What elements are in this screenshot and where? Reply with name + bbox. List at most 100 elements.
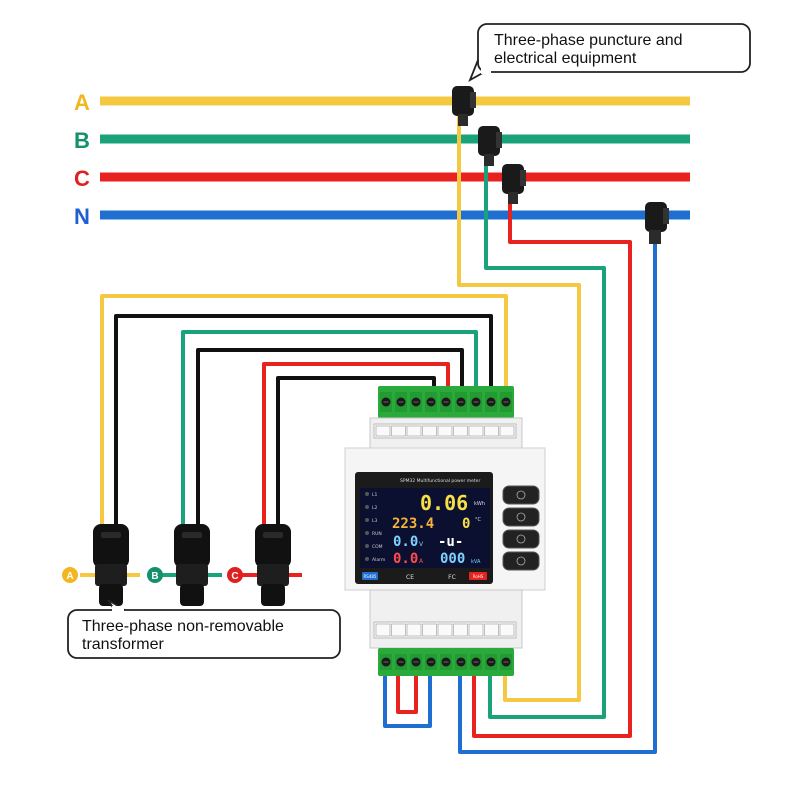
terminal-label-cell [484,425,499,437]
top-terminal-block [378,386,514,418]
readout-row3-left-unit: V [419,541,424,548]
readout-power-unit: kVA [471,559,481,565]
bus-label-n: N [74,204,90,229]
led-l2 [365,505,369,509]
transformer-phase-badges: A B C [62,567,243,583]
terminal-label-cell [499,623,515,637]
callout-top-line1: Three-phase puncture and [494,32,683,49]
terminal-label-cell [453,623,468,637]
bus-labels: A B C N [74,90,90,229]
bottom-terminal-block [378,648,514,676]
clamp-c [502,164,526,204]
ct-wire-a-ret [114,314,493,540]
aux-wires [383,672,432,728]
transformer-badge-b [147,567,163,583]
callout-bottom-line1: Three-phase non-removable [82,618,284,635]
transformer-c [255,524,291,606]
badge-rohs-bg [469,572,487,580]
transformer-badge-c-label: C [231,571,238,582]
power-meter: SPM32 Multifunctional power meter L1L2L3… [344,386,546,676]
meter-buttons [502,485,540,571]
transformer-badge-a-label: A [66,571,73,582]
readout-current-unit: A [419,558,424,565]
ct-wires [100,294,508,540]
terminal-label-cell [391,425,406,437]
led-l1 [365,492,369,496]
terminal-label-cell [437,623,453,637]
led-label: COM [372,544,383,550]
badge-rohs: RoHS [473,574,484,579]
aux-wire-red [396,672,418,714]
current-transformers [93,524,291,606]
terminal-label-cell [468,425,484,437]
led-l3 [365,518,369,522]
led-label: L1 [372,492,378,498]
readout-row3-right: -u- [438,534,463,550]
meter-terminal-labels-top [373,423,517,439]
readout-voltage: 223.4 [392,516,434,532]
readout-temperature-unit: °C [475,517,482,523]
transformer-b [174,524,210,606]
aux-wire-blue [383,672,432,728]
voltage-wires [457,110,657,754]
voltage-wire-a [457,110,581,702]
terminal-label-cell [484,623,499,637]
menu-button[interactable] [502,485,540,505]
terminal-label-cell [406,425,422,437]
terminal-label-cell [453,425,468,437]
terminal-label-cell [437,425,453,437]
bus-clamps [452,86,669,244]
terminal-label-cell [375,623,391,637]
down-button-icon [516,534,526,544]
led-com [365,544,369,548]
badge-fc: FC [448,574,456,581]
clamp-n [645,202,669,244]
led-alarm [365,557,369,561]
ct-wire-c-ret [276,376,436,540]
readout-temperature: 0 [462,516,470,532]
transformer-a [93,524,129,606]
ct-wire-b-ret [196,348,464,540]
led-label: L3 [372,518,378,524]
callout-top-line2: electrical equipment [494,50,637,67]
voltage-wire-c [472,190,632,738]
ct-wire-a-out [100,294,508,540]
readout-current: 0.0 [393,551,418,567]
enter-button-icon [516,556,526,566]
ct-wire-b-out [181,330,478,540]
terminal-label-cell [406,623,422,637]
terminal-label-cell [375,425,391,437]
bus-label-a: A [74,90,90,115]
meter-bottom-cover [369,589,523,649]
enter-button[interactable] [502,551,540,571]
badge-rs485: RS485 [364,574,377,579]
transformer-badge-c [227,567,243,583]
terminal-label-cell [391,623,406,637]
ct-wire-c-out [262,362,450,540]
meter-header-text: SPM32 Multifunctional power meter [400,478,480,484]
transformer-badge-b-label: B [151,571,158,582]
callout-bottom-line2: transformer [82,636,164,653]
up-button-icon [516,512,526,522]
bus-label-c: C [74,166,90,191]
voltage-wire-n [458,232,657,754]
badge-ce: CE [406,574,414,581]
badge-rs485-bg [362,572,378,580]
readout-power: 000 [440,551,465,567]
led-run [365,531,369,535]
callout-bottom: Three-phase non-removable transformer [67,599,341,659]
menu-button-icon [516,490,526,500]
terminal-label-cell [468,623,484,637]
down-button[interactable] [502,529,540,549]
bus-lines [100,96,690,220]
callout-top: Three-phase puncture and electrical equi… [468,23,751,83]
led-label: Alarm [372,557,385,563]
led-label: L2 [372,505,378,511]
terminal-label-cell [422,425,437,437]
voltage-wire-b [484,150,606,719]
up-button[interactable] [502,507,540,527]
clamp-b [478,126,502,166]
lcd-screen [360,488,490,568]
